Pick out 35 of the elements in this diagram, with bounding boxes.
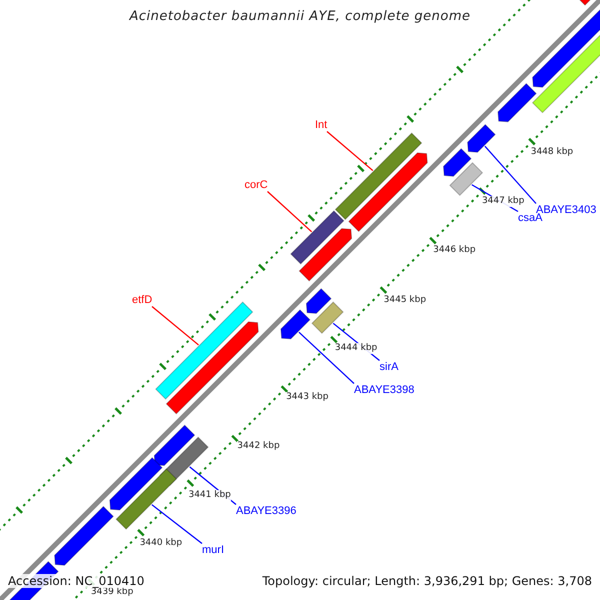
gene-bar	[116, 468, 177, 530]
tick-label: 3442 kbp	[237, 440, 280, 452]
gene-label: corC	[244, 178, 268, 192]
leader-line	[326, 131, 374, 172]
leader-line	[152, 306, 199, 346]
gene-label: etfD	[132, 294, 152, 306]
tick-label: 3440 kbp	[140, 538, 182, 550]
tick-label: 3446 kbp	[433, 245, 476, 256]
leader-line	[484, 146, 536, 204]
leader-line	[267, 191, 312, 232]
gene-label: ABAYE3398	[354, 384, 414, 396]
gene-bar	[449, 162, 484, 196]
gene-bar	[334, 132, 422, 220]
gene-label: ABAYE3396	[236, 504, 296, 518]
map-title: Acinetobacter baumannii AYE, complete genome	[128, 9, 472, 24]
gene-bar	[290, 210, 344, 265]
gene-label: csaA	[518, 212, 542, 224]
tick-label: 3444 kbp	[334, 343, 378, 354]
gene-label: Int	[315, 118, 328, 132]
gene-bar	[155, 301, 254, 400]
tick-label: 3447 kbp	[482, 196, 524, 208]
gene-label: sirA	[380, 360, 398, 374]
gene-bar	[311, 301, 344, 334]
accession-label: Accession: NC_010410	[8, 574, 144, 588]
tick-label: 3439 kbp	[90, 587, 134, 598]
tick-label: 3441 kbp	[188, 490, 231, 501]
genome-stats-label: Topology: circular; Length: 3,936,291 bp; Genes: 3,708	[262, 574, 592, 588]
tick-label: 3445 kbp	[384, 294, 426, 306]
gene-label: murI	[202, 544, 224, 556]
leader-line	[152, 504, 202, 544]
tick-label: 3448 kbp	[530, 147, 574, 158]
gene-marker	[280, 309, 311, 340]
leader-line	[298, 332, 354, 384]
tick-label: 3443 kbp	[286, 392, 328, 404]
gene-marker	[467, 124, 496, 153]
